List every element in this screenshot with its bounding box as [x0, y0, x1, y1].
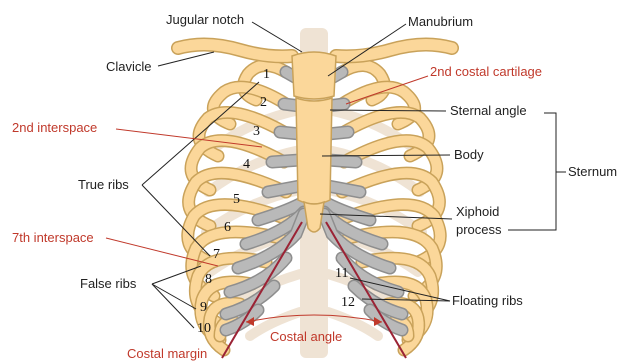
label-floating-ribs: Floating ribs	[452, 293, 523, 308]
sternal-body-bone	[296, 98, 332, 204]
rib-number-5: 5	[233, 192, 240, 207]
label-2nd-interspace: 2nd interspace	[12, 120, 97, 135]
rib-number-10: 10	[197, 321, 211, 336]
label-costal-angle: Costal angle	[270, 329, 342, 344]
rib-number-6: 6	[224, 220, 231, 235]
rib-number-7: 7	[213, 247, 220, 262]
label-2nd-costal-cartilage: 2nd costal cartilage	[430, 64, 542, 79]
rib-number-4: 4	[243, 157, 250, 172]
label-costal-margin: Costal margin	[127, 346, 207, 361]
label-xiphoid: Xiphoid	[456, 204, 499, 219]
rib-number-2: 2	[260, 95, 267, 110]
label-false-ribs: False ribs	[80, 276, 137, 291]
label-sternal-angle: Sternal angle	[450, 103, 527, 118]
rib-number-11: 11	[335, 266, 348, 281]
label-jugular-notch: Jugular notch	[166, 12, 244, 27]
label-7th-interspace: 7th interspace	[12, 230, 94, 245]
rib-number-1: 1	[263, 67, 270, 82]
label-body: Body	[454, 147, 484, 162]
rib-number-9: 9	[200, 300, 207, 315]
label-true-ribs: True ribs	[78, 177, 129, 192]
label-manubrium: Manubrium	[408, 14, 473, 29]
label-sternum: Sternum	[568, 164, 617, 179]
rib-number-12: 12	[341, 295, 355, 310]
rib-number-3: 3	[253, 124, 260, 139]
rib-number-8: 8	[205, 272, 212, 287]
label-xiphoid-process: process	[456, 222, 502, 237]
label-clavicle: Clavicle	[106, 59, 152, 74]
